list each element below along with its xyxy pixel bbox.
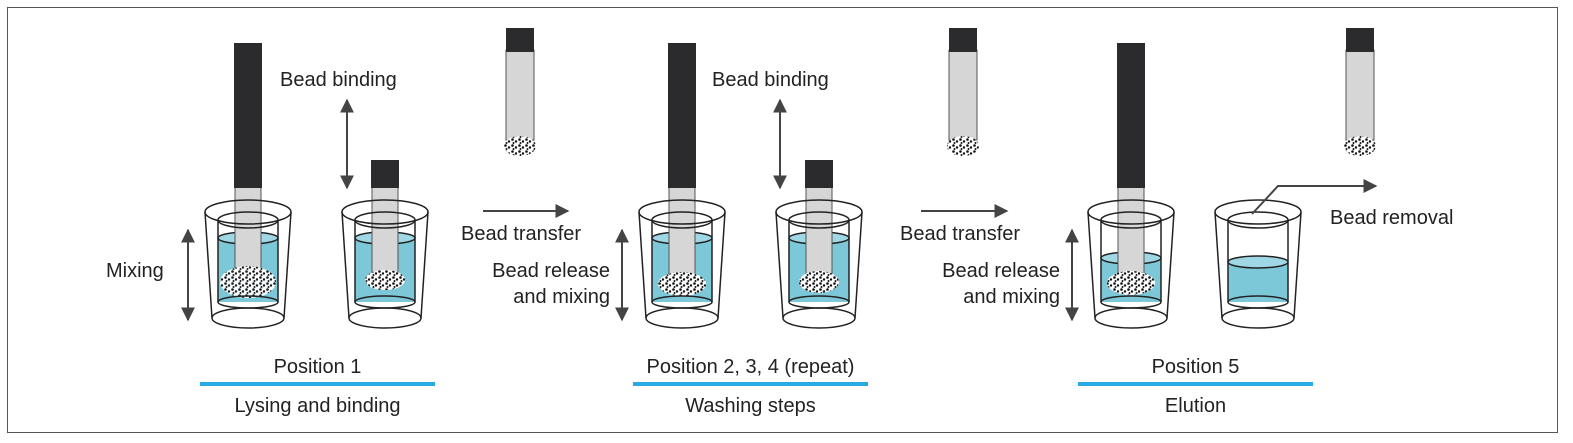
stage-3-position: Position 5	[1151, 356, 1240, 378]
tube-bead-binding	[341, 160, 429, 329]
label-and-mixing-1: and mixing	[513, 286, 610, 308]
beads-bound	[799, 271, 839, 293]
stage-2-step: Washing steps	[685, 395, 816, 417]
label-bead-release-1: Bead release	[492, 260, 610, 282]
beads-dispersed	[220, 266, 276, 298]
beads-carried	[504, 136, 536, 156]
label-and-mixing-2: and mixing	[963, 286, 1060, 308]
beads-dispersed	[1107, 271, 1155, 295]
tube-elution-release	[1087, 43, 1175, 329]
magnetic-rod	[668, 43, 696, 188]
magnetic-rod	[234, 43, 262, 188]
stage-2-underline	[633, 382, 868, 386]
label-bead-transfer-2: Bead transfer	[900, 223, 1021, 245]
label-bead-release-2: Bead release	[942, 260, 1060, 282]
label-bead-binding-1: Bead binding	[280, 69, 397, 91]
beads-carried	[947, 136, 979, 156]
tube-lysing-mixing	[204, 43, 292, 329]
rod-removal	[1344, 28, 1376, 156]
label-bead-removal: Bead removal	[1330, 207, 1454, 229]
label-bead-binding-2: Bead binding	[712, 69, 829, 91]
magnetic-rod	[805, 160, 833, 188]
beads-bound	[365, 270, 405, 290]
bead-removal-arrow	[1251, 179, 1378, 215]
beads-carried	[1344, 136, 1376, 156]
label-bead-transfer-1: Bead transfer	[461, 223, 582, 245]
stage-2-position: Position 2, 3, 4 (repeat)	[646, 356, 855, 378]
magnetic-rod	[1117, 43, 1145, 188]
stage-3-step: Elution	[1164, 395, 1227, 417]
magnetic-rod	[371, 160, 399, 188]
tube-wash-binding	[775, 160, 863, 329]
stage-3-underline	[1078, 382, 1313, 386]
rod-transfer-1	[504, 28, 536, 156]
stage-1-step: Lysing and binding	[234, 395, 401, 417]
tube-wash-release	[638, 43, 726, 329]
figure-frame	[7, 7, 1558, 433]
tube-elution-final	[1214, 199, 1302, 329]
stage-1-position: Position 1	[273, 356, 362, 378]
beads-dispersed	[658, 272, 706, 296]
label-mixing: Mixing	[106, 260, 164, 282]
stage-1-underline	[200, 382, 435, 386]
rod-transfer-2	[947, 28, 979, 156]
